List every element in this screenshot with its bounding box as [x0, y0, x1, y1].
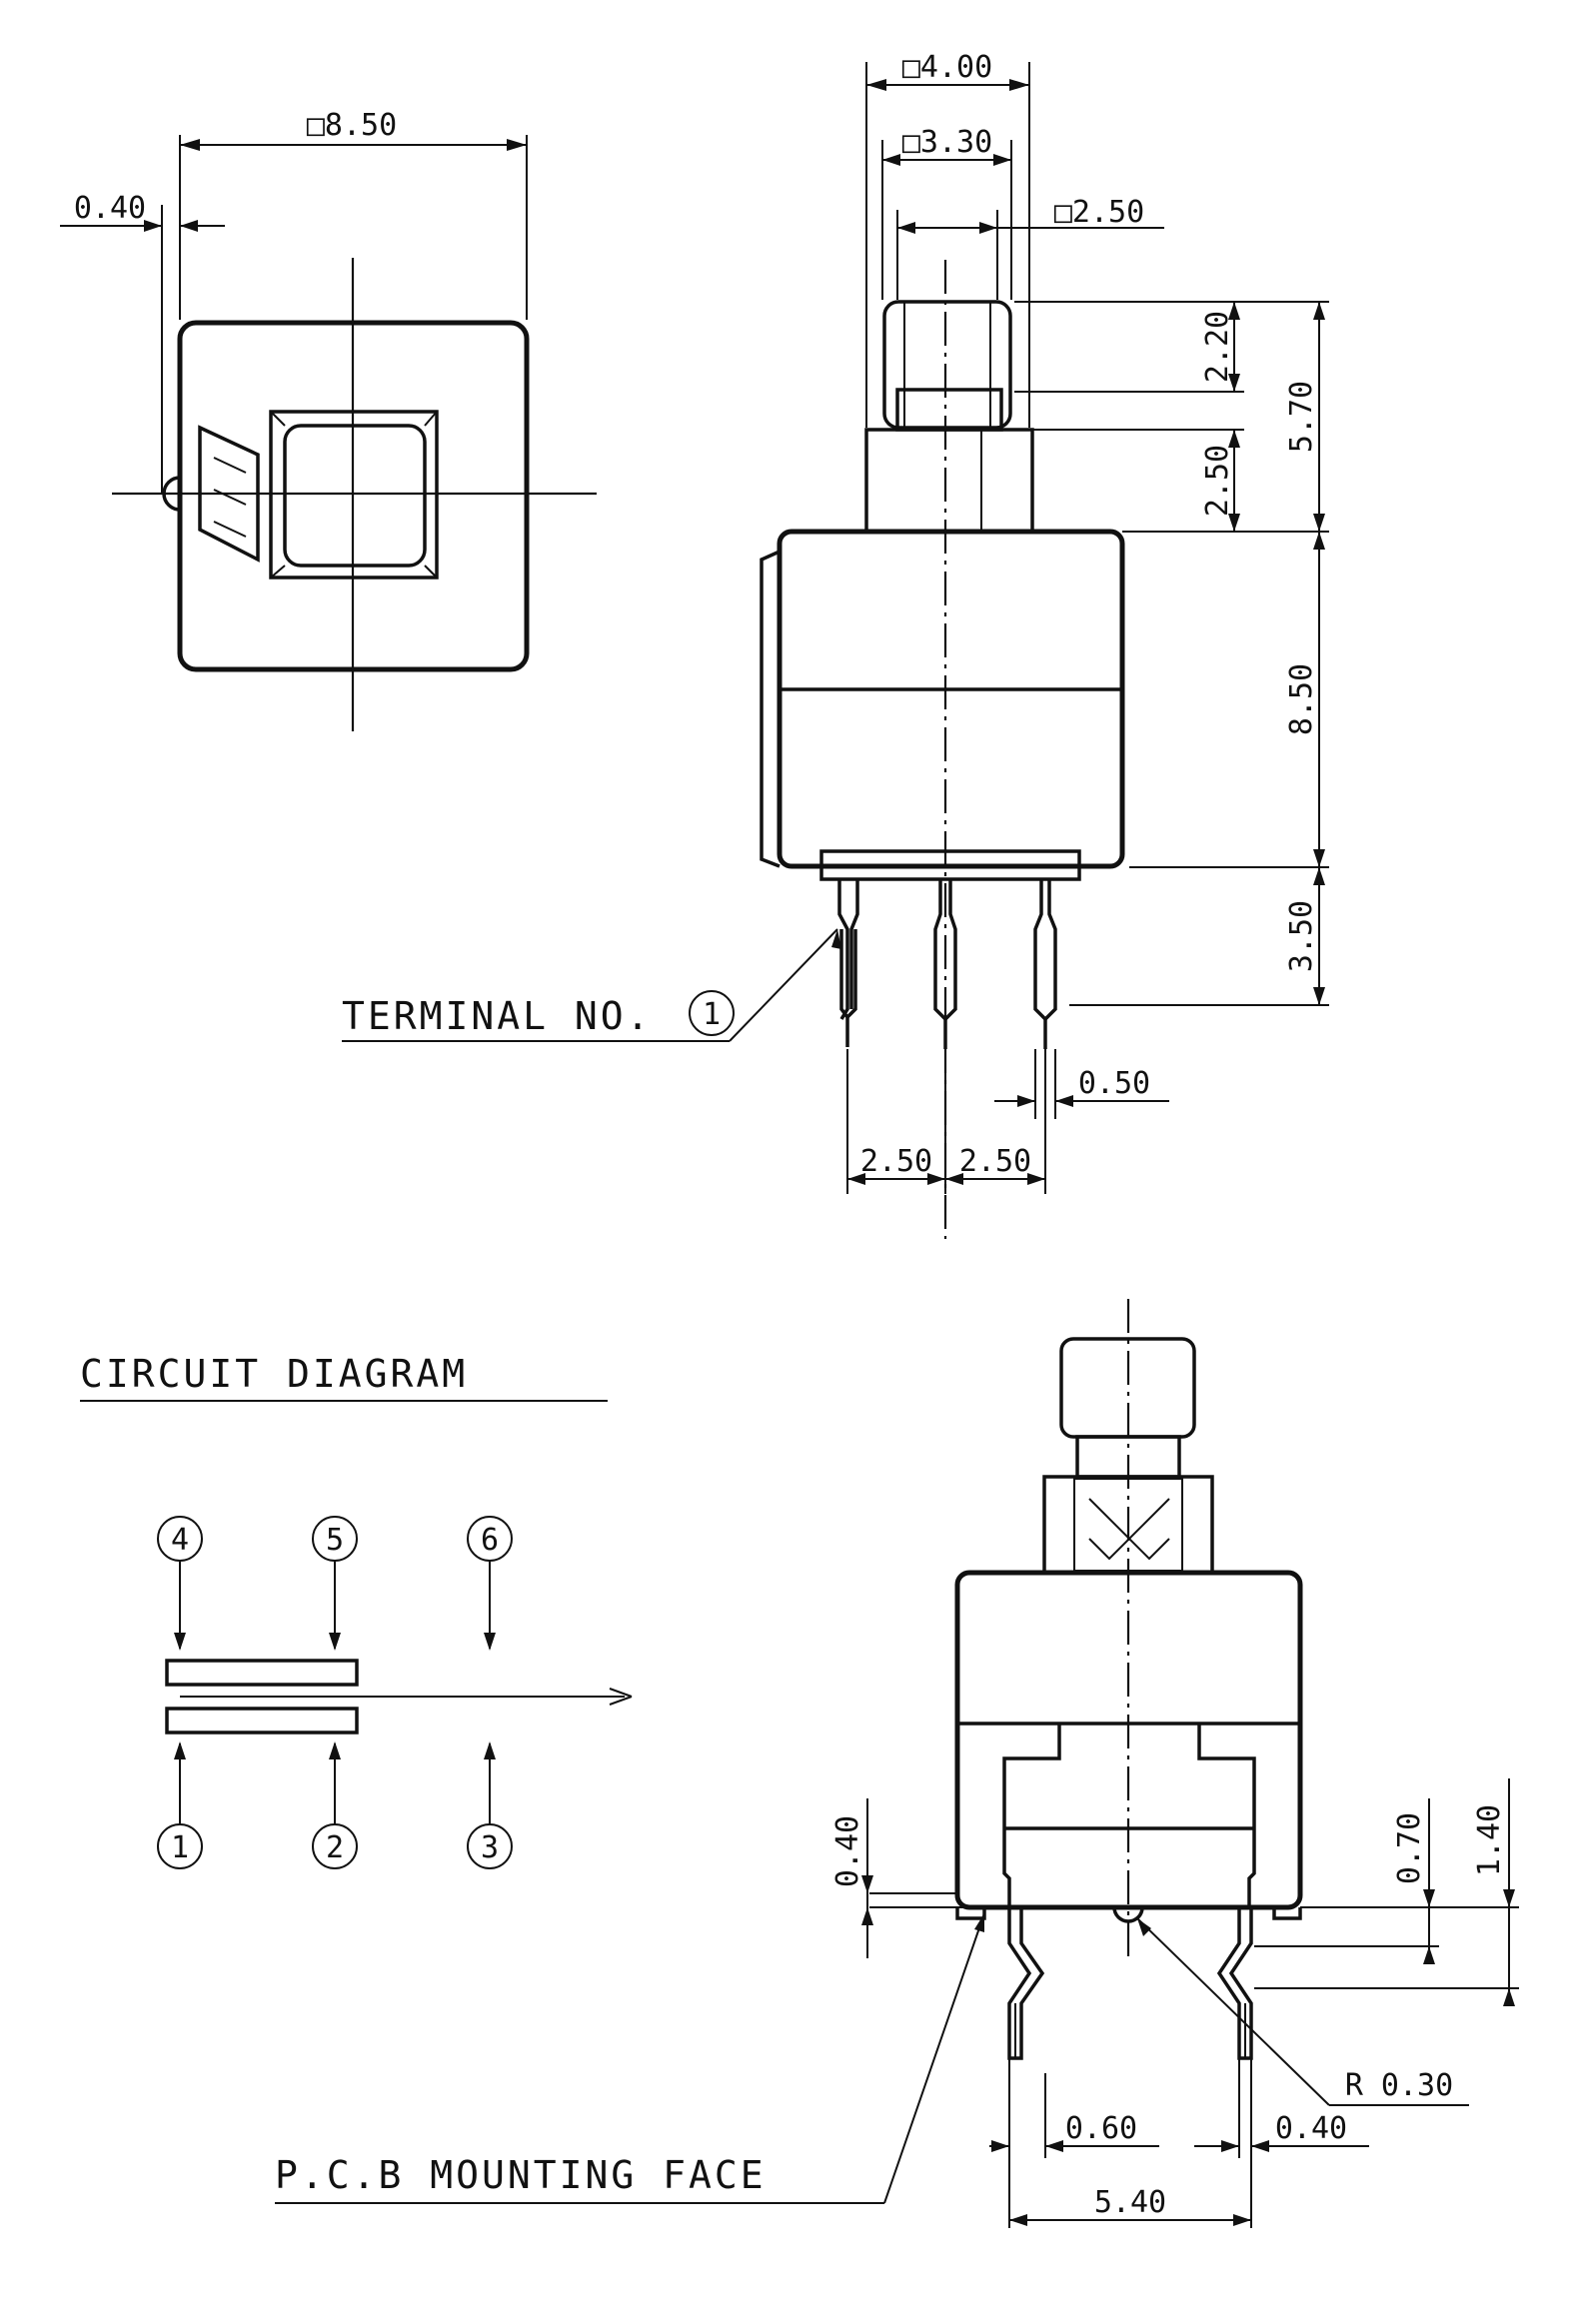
terminal-5: 5 [326, 1523, 344, 1558]
dim-front-pin-length: 3.50 [1284, 900, 1319, 972]
dim-front-body-height: 8.50 [1284, 663, 1319, 735]
dim-side-offset-left: 0.40 [830, 1815, 865, 1887]
circuit-diagram: CIRCUIT DIAGRAM 4 5 6 1 2 3 [80, 1352, 633, 1869]
front-view: □4.00 □3.30 □2.50 2.20 2.50 5.70 [342, 50, 1329, 1239]
side-radius-notch [1112, 1906, 1144, 1923]
side-pin-right [1216, 1907, 1253, 2060]
contact-bar-upper [165, 1659, 359, 1687]
dim-front-pitch-left: 2.50 [860, 1144, 932, 1179]
terminal-label: TERMINAL NO. [342, 994, 653, 1038]
dim-front-total-top: 5.70 [1284, 381, 1319, 453]
circuit-title: CIRCUIT DIAGRAM [80, 1352, 468, 1396]
dim-front-cap-mid: □3.30 [902, 125, 992, 160]
polarity-mark-icon [162, 425, 260, 563]
dim-front-pin-width: 0.50 [1078, 1066, 1150, 1101]
side-view: 0.40 0.70 1.40 R 0.30 0.60 0.40 5.40 [275, 1299, 1519, 2228]
dim-side-span: 5.40 [1094, 2185, 1166, 2220]
contact-bar-lower [165, 1707, 359, 1735]
terminal-number: 1 [703, 997, 721, 1032]
dim-front-stem-height: 2.50 [1200, 445, 1235, 517]
front-stem [864, 428, 1034, 534]
dim-top-offset: 0.40 [74, 191, 146, 226]
side-pin-left [1007, 1907, 1045, 2060]
terminal-number-circle [689, 990, 735, 1036]
top-view: □8.50 0.40 [60, 108, 597, 731]
top-view-button [283, 424, 427, 568]
front-pins [837, 879, 1057, 1049]
front-body [777, 529, 1125, 869]
dim-side-radius: R 0.30 [1345, 2068, 1453, 2103]
dim-side-standoff-total: 1.40 [1472, 1804, 1507, 1876]
dim-side-pin-right: 0.40 [1275, 2111, 1347, 2146]
terminal-2: 2 [326, 1830, 344, 1865]
terminal-4: 4 [171, 1523, 189, 1558]
terminal-1: 1 [171, 1830, 189, 1865]
terminal-6: 6 [481, 1523, 499, 1558]
dim-front-cap-inner: □2.50 [1054, 195, 1144, 230]
dim-top-body-square: □8.50 [307, 108, 397, 143]
dim-front-pitch-right: 2.50 [959, 1144, 1031, 1179]
dim-front-cap-height: 2.20 [1200, 311, 1235, 383]
front-cap [882, 300, 1012, 430]
terminal-3: 3 [481, 1830, 499, 1865]
dim-front-cap-outer: □4.00 [902, 50, 992, 85]
pcb-face-label: P.C.B MOUNTING FACE [275, 2153, 767, 2197]
dim-side-pin-left: 0.60 [1065, 2111, 1137, 2146]
dim-side-standoff: 0.70 [1392, 1812, 1427, 1884]
